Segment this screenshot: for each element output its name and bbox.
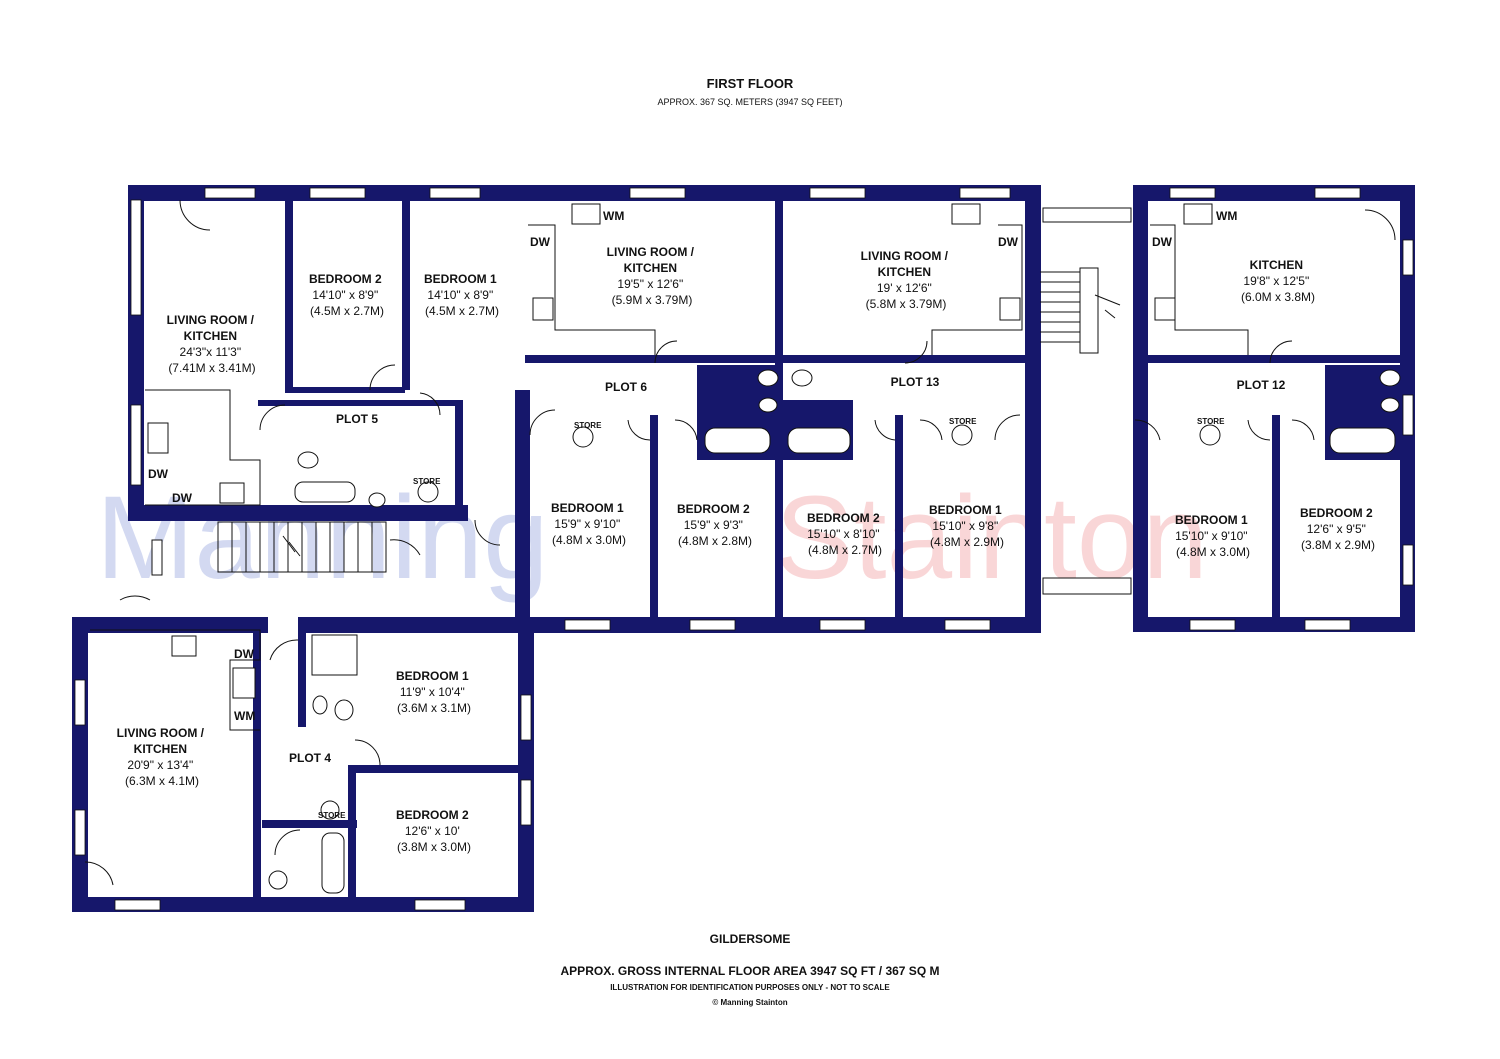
dw-label: DW — [530, 235, 551, 249]
plot-label: PLOT 5 — [336, 412, 378, 426]
staircase-lower — [217, 521, 387, 573]
fixture-labels: DW DW DW WM DW DW WM DW WM STORE STORE S… — [148, 209, 1237, 820]
copyright-text: © Manning Stainton — [712, 998, 788, 1007]
hob-icons — [171, 297, 1176, 657]
dw-label: DW — [998, 235, 1019, 249]
doors — [84, 199, 1396, 886]
room-label: BEDROOM 2 15'9" x 9'3" (4.8M x 2.8M) — [677, 502, 753, 548]
room-labels: LIVING ROOM / KITCHEN 24'3"x 11'3" (7.41… — [117, 245, 1376, 854]
store-label: STORE — [949, 417, 977, 426]
store-label: STORE — [574, 421, 602, 430]
plot-label: PLOT 6 — [605, 380, 647, 394]
store-label: STORE — [413, 477, 441, 486]
room-label: BEDROOM 1 11'9" x 10'4" (3.6M x 3.1M) — [396, 669, 472, 715]
store-label: STORE — [318, 811, 346, 820]
stair-bridges — [151, 207, 1132, 595]
room-label: LIVING ROOM / KITCHEN 20'9" x 13'4" (6.3… — [117, 726, 208, 788]
floor-area-subtitle: APPROX. 367 SQ. METERS (3947 SQ FEET) — [657, 97, 843, 107]
floor-title: FIRST FLOOR — [706, 76, 794, 91]
room-label: BEDROOM 2 12'6" x 9'5" (3.8M x 2.9M) — [1300, 506, 1376, 552]
gross-area-label: APPROX. GROSS INTERNAL FLOOR AREA 3947 S… — [560, 964, 940, 978]
room-label: BEDROOM 2 15'10" x 8'10" (4.8M x 2.7M) — [807, 511, 883, 557]
plot-label: PLOT 12 — [1237, 378, 1286, 392]
sink-icons — [147, 203, 1213, 699]
plot-label: PLOT 13 — [891, 375, 940, 389]
dw-label: DW — [1152, 235, 1173, 249]
windows — [74, 187, 1414, 911]
plot-labels: PLOT 5 PLOT 6 PLOT 13 PLOT 12 PLOT 4 — [289, 375, 1286, 765]
dw-label: DW — [148, 467, 169, 481]
room-label: BEDROOM 1 15'10" x 9'8" (4.8M x 2.9M) — [929, 503, 1005, 549]
room-label: BEDROOM 1 15'10" x 9'10" (4.8M x 3.0M) — [1175, 513, 1251, 559]
wm-label: WM — [1216, 209, 1237, 223]
room-label: KITCHEN 19'8" x 12'5" (6.0M x 3.8M) — [1241, 258, 1315, 304]
room-label: BEDROOM 1 15'9" x 9'10" (4.8M x 3.0M) — [551, 501, 627, 547]
sanitaryware — [268, 369, 1401, 890]
dw-label: DW — [234, 647, 255, 661]
wm-label: WM — [234, 709, 255, 723]
room-label: LIVING ROOM / KITCHEN 19'5" x 12'6" (5.9… — [607, 245, 698, 307]
wm-label: WM — [603, 209, 624, 223]
room-label: BEDROOM 2 12'6" x 10' (3.8M x 3.0M) — [396, 808, 472, 854]
kitchen-counters — [90, 224, 1249, 731]
room-label: LIVING ROOM / KITCHEN 24'3"x 11'3" (7.41… — [167, 313, 258, 375]
bathtubs — [294, 427, 1396, 894]
disclaimer-text: ILLUSTRATION FOR IDENTIFICATION PURPOSES… — [610, 983, 890, 992]
room-label: LIVING ROOM / KITCHEN 19' x 12'6" (5.8M … — [861, 249, 952, 311]
plot-label: PLOT 4 — [289, 751, 331, 765]
staircase-upper — [1040, 267, 1121, 354]
room-label: BEDROOM 1 14'10" x 8'9" (4.5M x 2.7M) — [424, 272, 500, 318]
location-label: GILDERSOME — [709, 932, 791, 946]
store-label: STORE — [1197, 417, 1225, 426]
room-label: BEDROOM 2 14'10" x 8'9" (4.5M x 2.7M) — [309, 272, 385, 318]
dw-label: DW — [172, 491, 193, 505]
